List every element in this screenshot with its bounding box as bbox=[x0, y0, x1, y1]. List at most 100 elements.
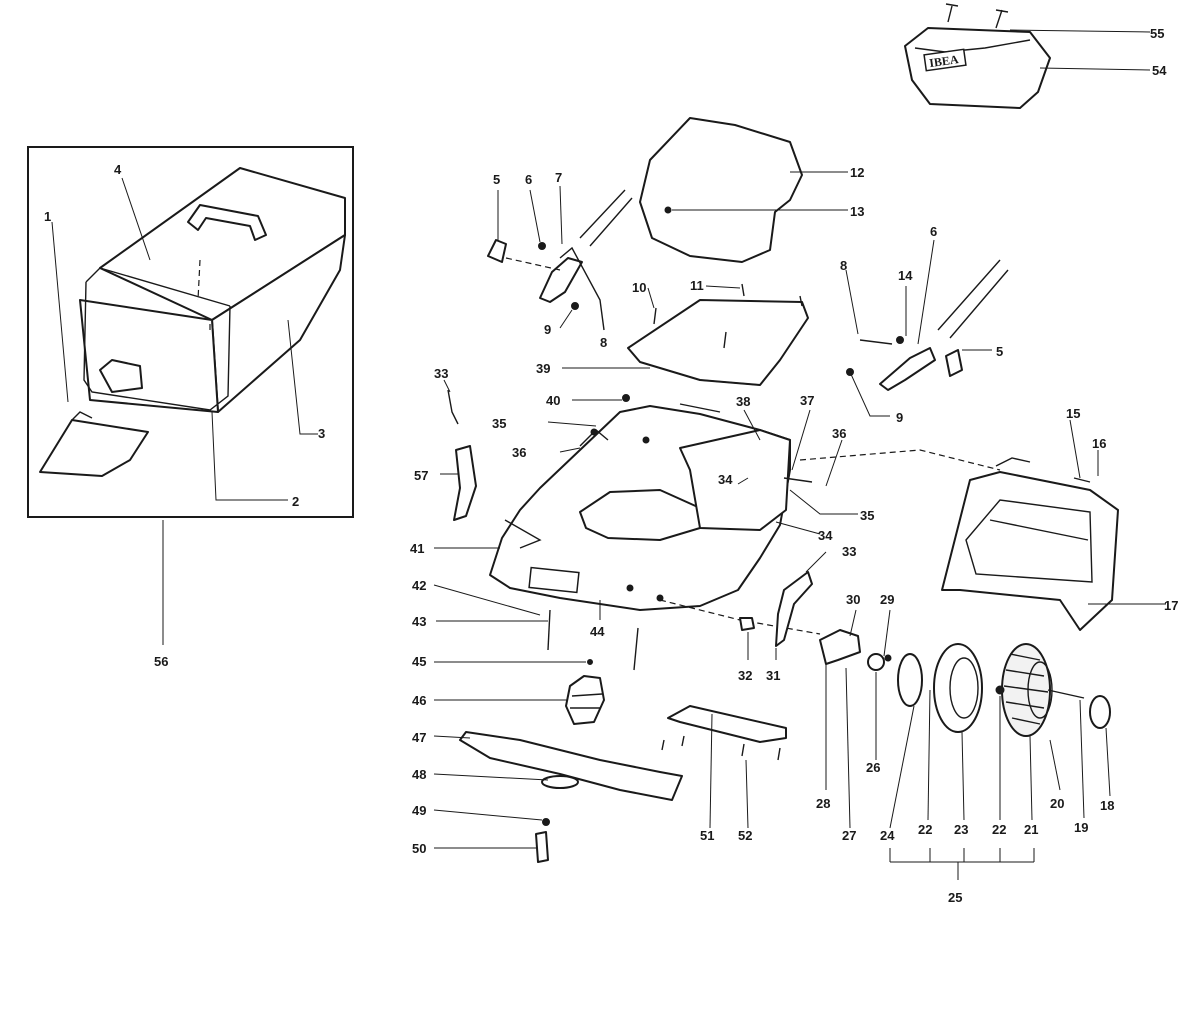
hub-cap-24 bbox=[897, 653, 923, 707]
fuel-tank-assembly bbox=[639, 117, 848, 263]
callout-4: 4 bbox=[114, 162, 122, 177]
blade-47 bbox=[459, 731, 683, 801]
blade-assembly bbox=[433, 609, 683, 863]
callout-50: 50 bbox=[412, 841, 426, 856]
callout-15: 15 bbox=[1066, 406, 1080, 421]
axle-bolt-19 bbox=[1047, 689, 1085, 699]
callout-1: 1 bbox=[44, 209, 51, 224]
callout-labels: 1 2 3 4 56 5 6 7 9 8 10 11 12 13 55 54 8… bbox=[44, 26, 1178, 905]
deck-axle-rod bbox=[679, 403, 721, 413]
callout-40: 40 bbox=[546, 393, 560, 408]
callout-33a: 33 bbox=[434, 366, 448, 381]
left-bracket-plate bbox=[539, 257, 583, 303]
right-knob bbox=[945, 349, 963, 377]
left-side-bracket bbox=[453, 445, 477, 521]
callout-16: 16 bbox=[1092, 436, 1106, 451]
callout-6b: 6 bbox=[930, 224, 937, 239]
callout-10: 10 bbox=[632, 280, 646, 295]
engine-cover-assembly: IBEA bbox=[904, 3, 1151, 109]
catcher-frame-lower-handle bbox=[99, 359, 143, 393]
wheel-group-bracket bbox=[889, 848, 1035, 880]
callout-32: 32 bbox=[738, 668, 752, 683]
callout-55: 55 bbox=[1150, 26, 1164, 41]
callout-25: 25 bbox=[948, 890, 962, 905]
flap-screw bbox=[653, 283, 803, 349]
callout-54a: 54 bbox=[1152, 63, 1167, 78]
mulch-plate bbox=[667, 705, 787, 743]
left-side-parts bbox=[440, 379, 609, 521]
bushing-26 bbox=[867, 653, 885, 671]
callout-2: 2 bbox=[292, 494, 299, 509]
right-bracket-plate bbox=[879, 347, 936, 391]
deck-bumper bbox=[504, 519, 542, 549]
engine-cover-badge bbox=[923, 48, 967, 72]
right-handle-bracket bbox=[845, 239, 1009, 417]
catcher-handle bbox=[187, 204, 267, 241]
callout-26: 26 bbox=[866, 760, 880, 775]
callout-37: 37 bbox=[800, 393, 814, 408]
catcher-frame-tube bbox=[83, 267, 231, 411]
right-spacer bbox=[739, 617, 755, 631]
mulch-screws bbox=[661, 735, 781, 761]
callout-51: 51 bbox=[700, 828, 714, 843]
mulch-plate-assembly bbox=[661, 705, 787, 829]
callout-7: 7 bbox=[555, 170, 562, 185]
callout-46: 46 bbox=[412, 693, 426, 708]
right-handle-tube bbox=[937, 259, 1009, 339]
engine-cover-brand-text: IBEA bbox=[928, 52, 959, 70]
callout-17: 17 bbox=[1164, 598, 1178, 613]
callout-44: 44 bbox=[590, 624, 605, 639]
grass-catcher-frame-box bbox=[27, 146, 354, 518]
callout-43: 43 bbox=[412, 614, 426, 629]
deck-axle-rod-right bbox=[783, 477, 813, 483]
callout-21: 21 bbox=[1024, 822, 1038, 837]
cover-screw-right bbox=[995, 9, 1009, 29]
catcher-deflector-flap bbox=[39, 419, 149, 477]
inner-wheel-23 bbox=[933, 643, 983, 733]
right-bolt bbox=[859, 339, 893, 345]
callout-19: 19 bbox=[1074, 820, 1088, 835]
right-height-lever bbox=[775, 571, 813, 647]
left-handle-bracket bbox=[487, 185, 633, 331]
cover-screw-left bbox=[945, 3, 959, 23]
callout-33b: 33 bbox=[842, 544, 856, 559]
callout-47: 47 bbox=[412, 730, 426, 745]
rear-guard bbox=[941, 471, 1119, 631]
callout-45: 45 bbox=[412, 654, 426, 669]
left-hook bbox=[579, 429, 609, 447]
callout-30: 30 bbox=[846, 592, 860, 607]
rear-guard-assembly bbox=[941, 419, 1166, 631]
callout-31: 31 bbox=[766, 668, 780, 683]
left-handle-tube bbox=[579, 189, 633, 247]
callout-5b: 5 bbox=[996, 344, 1003, 359]
callout-3: 3 bbox=[318, 426, 325, 441]
callout-9a: 9 bbox=[544, 322, 551, 337]
callout-41: 41 bbox=[410, 541, 424, 556]
callout-52: 52 bbox=[738, 828, 752, 843]
callout-23: 23 bbox=[954, 822, 968, 837]
callout-57: 57 bbox=[414, 468, 428, 483]
callout-49: 49 bbox=[412, 803, 426, 818]
rear-flap-assembly bbox=[562, 283, 809, 386]
callout-39: 39 bbox=[536, 361, 550, 376]
callout-13: 13 bbox=[850, 204, 864, 219]
callout-24: 24 bbox=[880, 828, 895, 843]
callout-22b: 22 bbox=[992, 822, 1006, 837]
callout-11: 11 bbox=[690, 278, 704, 293]
callout-14: 14 bbox=[898, 268, 913, 283]
catcher-top-cover bbox=[99, 167, 346, 321]
engine-cover-top bbox=[914, 39, 1031, 53]
engine-cover bbox=[904, 27, 1051, 109]
wheel-assembly bbox=[819, 609, 1111, 880]
callout-48: 48 bbox=[412, 767, 426, 782]
callout-6a: 6 bbox=[525, 172, 532, 187]
rear-guard-inner bbox=[965, 499, 1093, 583]
deck-rear-housing bbox=[679, 429, 791, 531]
callout-36a: 36 bbox=[512, 445, 526, 460]
callout-34a: 34 bbox=[718, 472, 733, 487]
callout-35a: 35 bbox=[492, 416, 506, 431]
catcher-bag-side bbox=[79, 299, 219, 413]
callout-12: 12 bbox=[850, 165, 864, 180]
cap-18 bbox=[1089, 695, 1111, 729]
